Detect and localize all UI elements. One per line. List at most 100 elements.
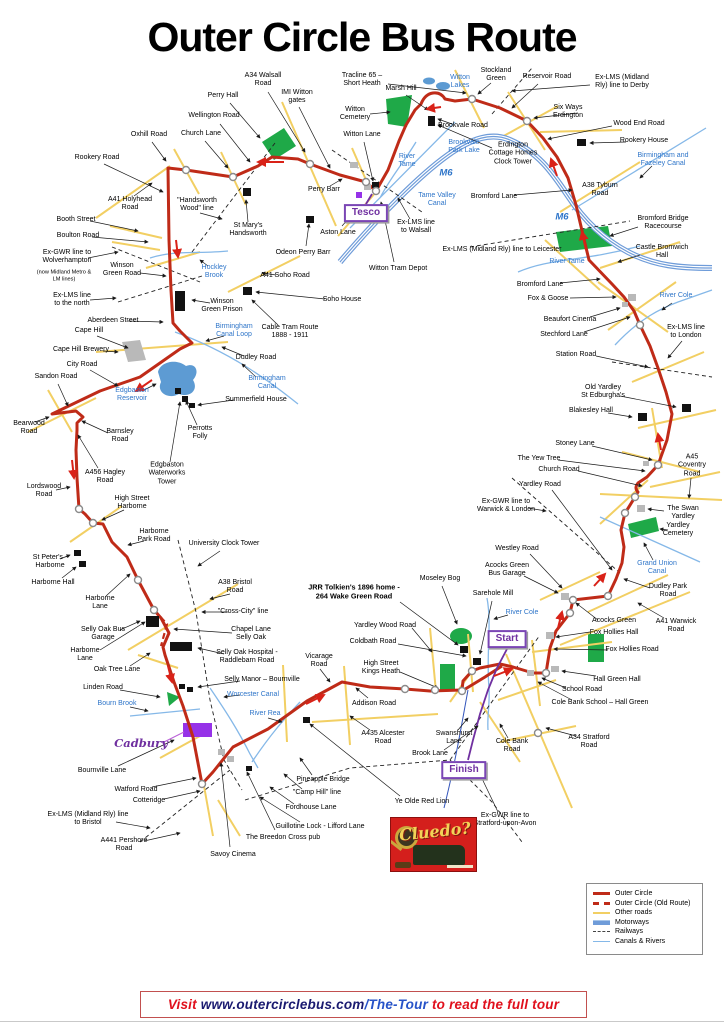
map-label: River Cole <box>659 291 693 299</box>
junction-circle <box>430 685 440 695</box>
map-label: Ex-LMS (Midland Rly) line to Bristol <box>47 810 129 826</box>
annotation-arrow <box>139 272 167 278</box>
map-label: Ye Olde Red Lion <box>394 797 450 805</box>
annotation-arrow <box>133 182 153 197</box>
map-label: Brookvale Park Lake <box>448 138 480 154</box>
annotation-arrow <box>589 140 627 146</box>
cadbury-pointer-line <box>161 731 185 744</box>
map-label: Westley Road <box>495 544 539 552</box>
annotation-arrow <box>591 445 653 462</box>
annotation-arrow <box>537 681 573 701</box>
map-label: Pineapple Bridge <box>296 775 350 783</box>
annotation-arrow <box>437 124 493 149</box>
map-label: Ex-GWR line to Wolverhampton <box>42 248 92 264</box>
legend-label: Other roads <box>615 909 652 917</box>
junction-circle <box>133 575 143 585</box>
annotation-arrow <box>667 340 683 359</box>
legend-label: Canals & Rivers <box>615 937 666 945</box>
junction-circle <box>630 492 640 502</box>
annotation-arrow <box>478 600 493 655</box>
map-label: Reservoir Road <box>522 72 572 80</box>
map-label: Witton Cemetery <box>339 105 371 121</box>
map-label: Erdington Cottage Homes Clock Tower <box>488 141 538 166</box>
map-label: Yardley Cemetery <box>662 521 694 537</box>
annotation-arrow <box>229 102 261 139</box>
poi-building <box>428 116 435 126</box>
map-label: A41 Soho Road <box>260 271 310 279</box>
map-label: Selly Oak Hospital - Raddlebarn Road <box>216 648 278 664</box>
junction-circle <box>400 684 410 694</box>
map-label: A34 Stratford Road <box>568 733 610 749</box>
annotation-arrow <box>553 646 609 652</box>
sarehole-park <box>588 634 604 662</box>
annotation-arrow <box>223 694 241 699</box>
route-direction-arrow <box>68 459 79 480</box>
annotation-arrow <box>349 715 371 731</box>
annotation-arrow <box>547 125 613 141</box>
moseley-bog-area <box>450 628 472 644</box>
map-label: Worcester Canal <box>226 690 280 698</box>
map-label: Brookvale Road <box>438 121 488 129</box>
map-label: Rookery Road <box>74 153 120 161</box>
map-label: Birmingham Canal <box>248 374 286 390</box>
map-label: Vicarage Road <box>305 652 333 668</box>
poi-building <box>187 687 193 692</box>
map-label: Harborne Hall <box>31 578 75 586</box>
poi-building <box>146 616 159 627</box>
junction-circle <box>541 668 551 678</box>
footer-segment: www.outercirclebus.com <box>200 997 365 1012</box>
route-direction-arrow <box>593 572 607 587</box>
poi-building <box>356 192 362 198</box>
poi-building <box>637 505 645 512</box>
witton-cemetery-area <box>386 95 412 127</box>
annotation-arrow <box>173 627 233 634</box>
map-label: Watford Road <box>114 785 158 793</box>
annotation-arrow <box>493 614 509 621</box>
annotation-arrow <box>244 199 249 223</box>
annotation-arrow <box>355 687 369 699</box>
map-label: Witton Tram Depot <box>368 264 428 272</box>
edgbaston-reservoir <box>158 361 197 397</box>
annotation-arrow <box>298 106 331 169</box>
legend-item-old-route: Outer Circle (Old Route) <box>593 899 696 909</box>
annotation-arrow <box>205 335 225 343</box>
bournville-factory <box>183 723 212 737</box>
annotation-arrow <box>89 220 139 233</box>
poi-building <box>303 717 310 723</box>
annotation-arrow <box>617 254 641 263</box>
annotation-arrow <box>399 601 459 646</box>
junction-circle <box>305 159 315 169</box>
map-label: "Handsworth Wood" line <box>177 196 217 212</box>
annotation-arrow <box>411 627 433 653</box>
annotation-arrow <box>219 123 251 163</box>
map-label: Beaufort Cinema <box>543 315 597 323</box>
map-label: Soho House <box>322 295 362 303</box>
poi-building <box>460 646 468 653</box>
map-label: Aberdeen Street <box>87 316 139 324</box>
annotation-arrow <box>363 141 375 182</box>
map-label: Six Ways Erdington <box>553 103 583 119</box>
cluedo-house-art <box>413 845 465 865</box>
map-label: Brook Lane <box>412 749 448 757</box>
junction-circle <box>533 728 543 738</box>
map-label: Church Road <box>538 465 580 473</box>
map-label: Barnsley Road <box>106 427 134 443</box>
annotation-arrow <box>643 542 654 561</box>
annotation-arrow <box>261 271 277 276</box>
cluedo-car-art <box>395 862 411 868</box>
old-route-line-swatch <box>593 901 610 905</box>
annotation-arrow <box>143 831 181 842</box>
map-label: Bourn Brook <box>97 699 137 707</box>
annotation-arrow <box>577 470 643 488</box>
junction-circle <box>568 595 578 605</box>
map-label: Grand Union Canal <box>637 559 677 575</box>
motorway-line-swatch <box>593 919 610 925</box>
route-direction-arrow <box>548 157 559 177</box>
map-label: Guillotine Lock - Lifford Lane <box>275 822 365 830</box>
witton-lake <box>423 77 435 85</box>
map-label: Odeon Perry Barr <box>275 248 331 256</box>
marker-start: Start <box>487 630 527 648</box>
map-label: St Mary's Handsworth <box>229 221 267 237</box>
poi-building <box>243 287 252 295</box>
